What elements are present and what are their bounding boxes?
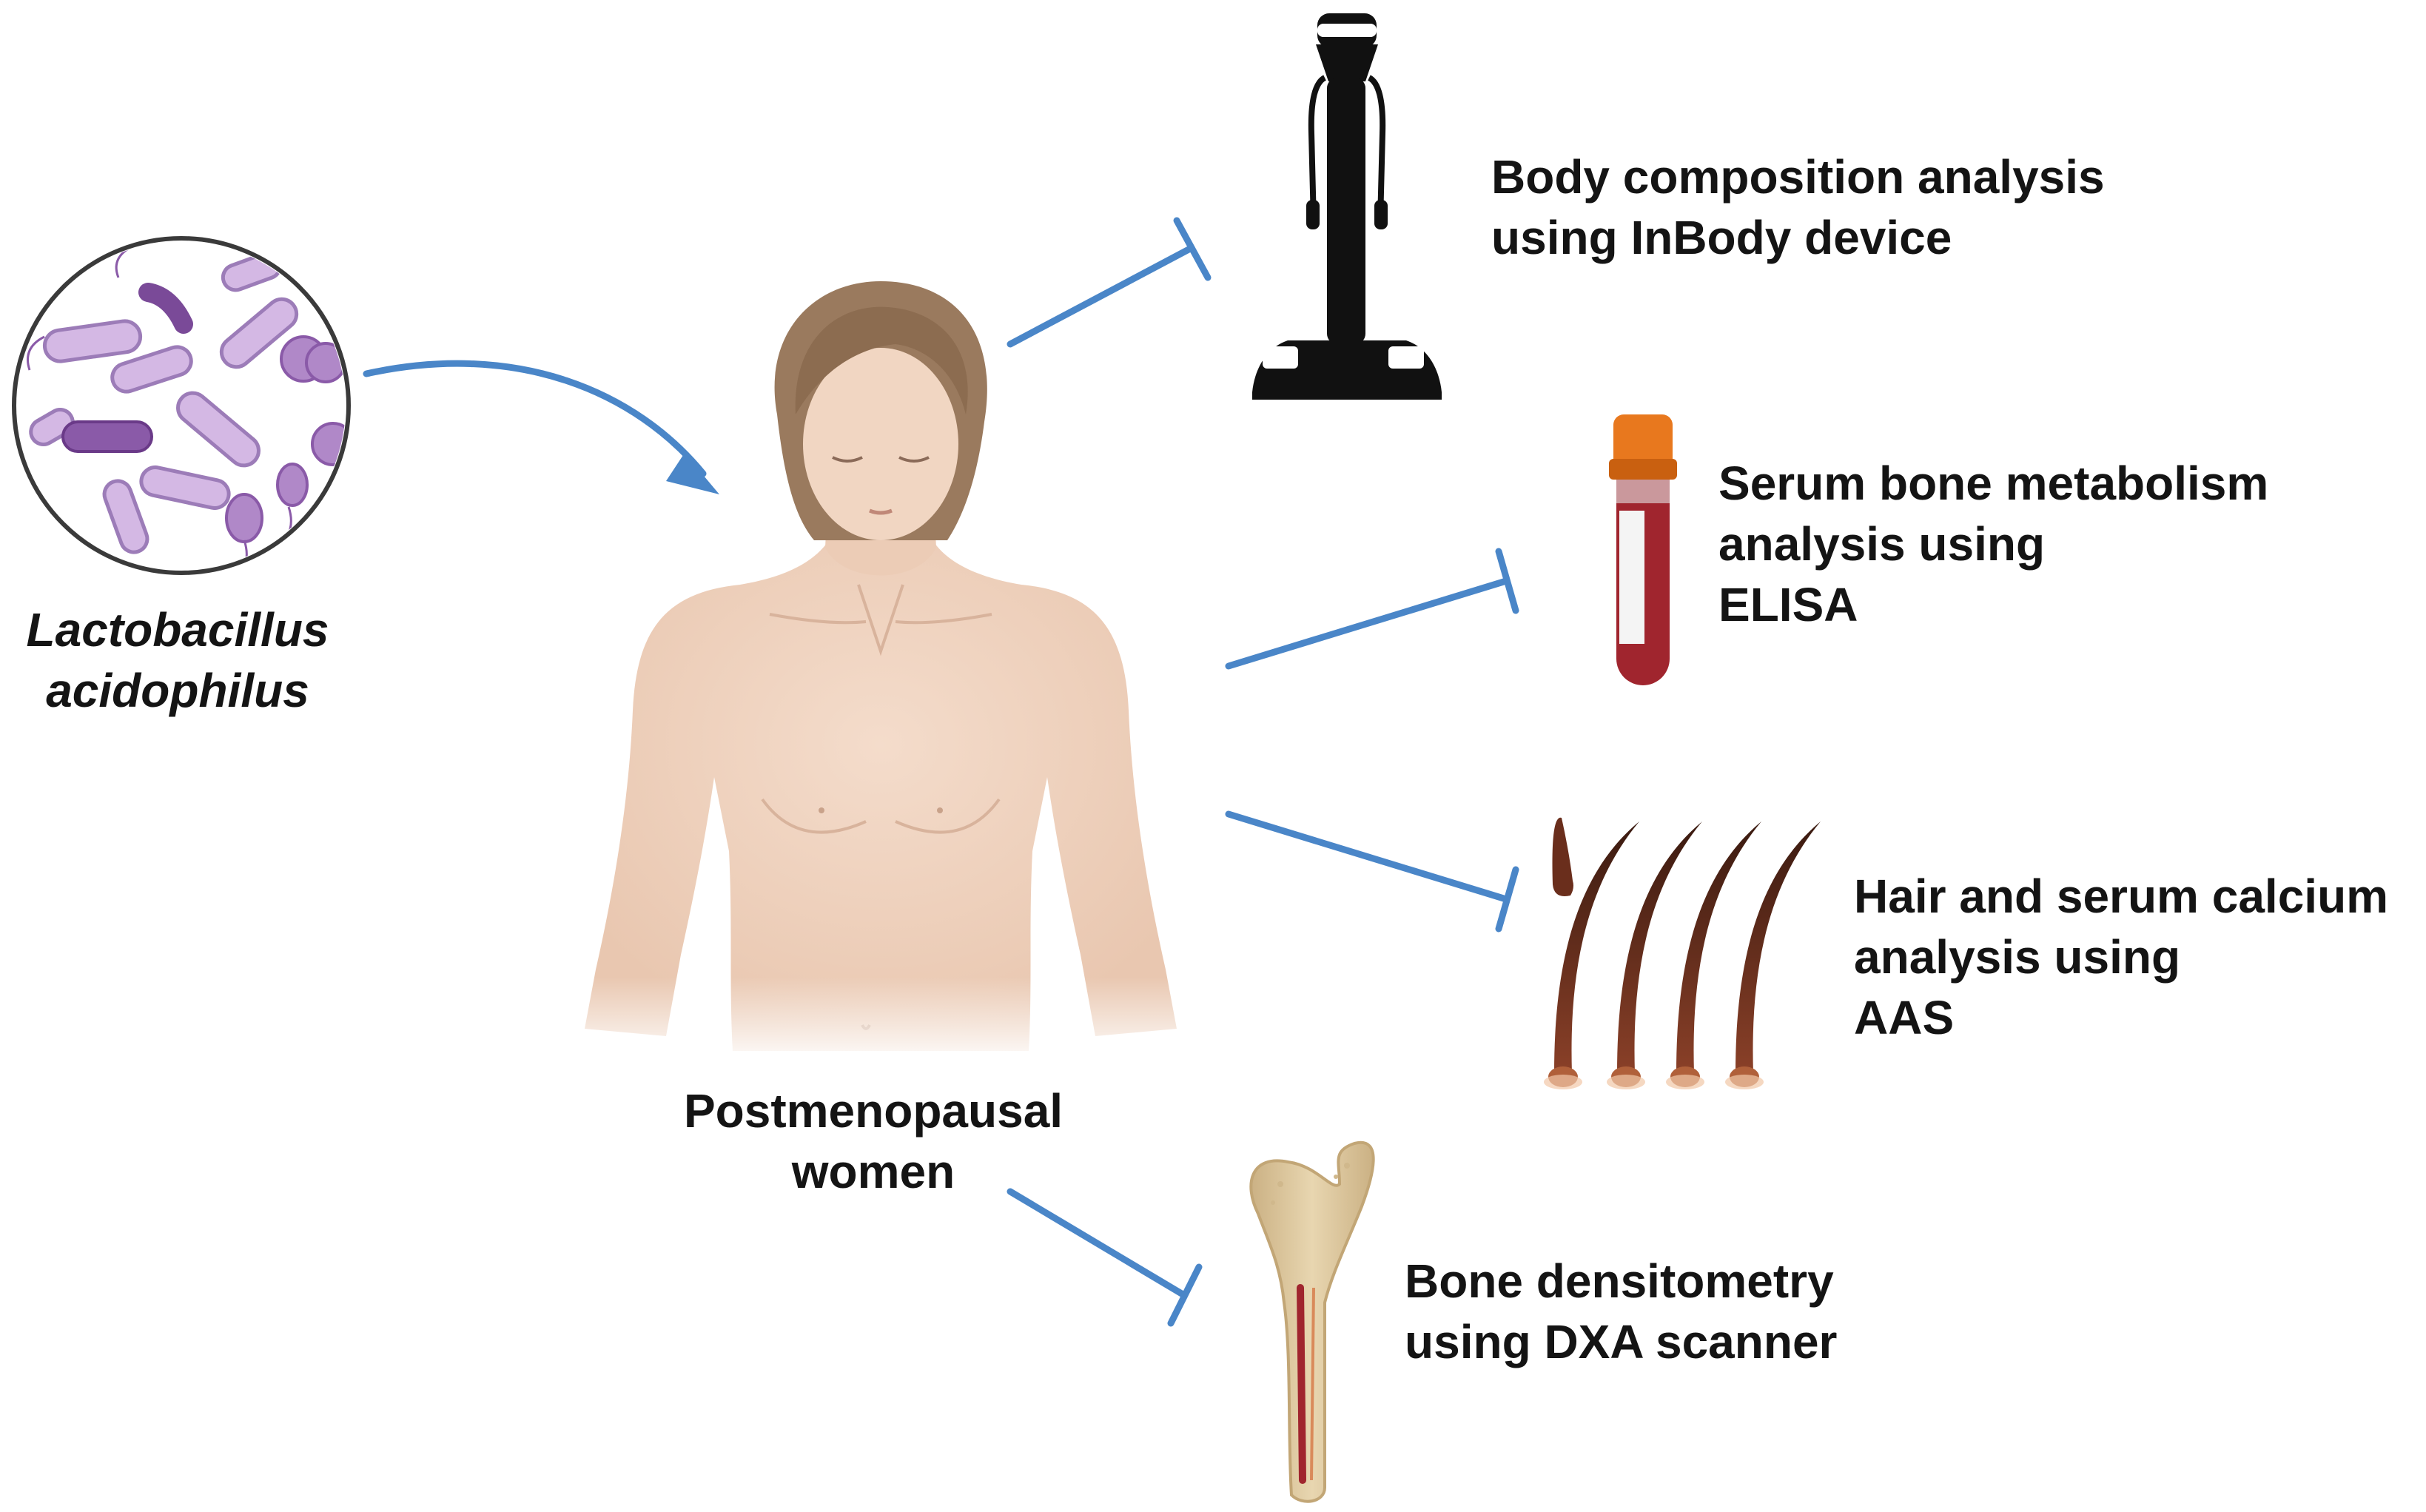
input-arrowhead xyxy=(666,453,719,494)
outcome-line: Body composition analysis xyxy=(1491,150,2105,204)
outcome-line: analysis using xyxy=(1854,930,2181,984)
inhibit-bar-4 xyxy=(1167,1263,1203,1327)
femur-bone-icon xyxy=(1249,1140,1375,1503)
outcome-line: Bone densitometry xyxy=(1405,1254,1834,1308)
inhibit-bar-1 xyxy=(1173,217,1212,281)
outcome-bone-densitometry: Bone densitometry using DXA scanner xyxy=(1405,1251,1837,1372)
probiotic-label: Lactobacillus acidophilus xyxy=(11,599,344,721)
outcome-line: Serum bone metabolism xyxy=(1718,457,2269,510)
bacteria-petri-icon xyxy=(12,236,351,575)
outcome-line: AAS xyxy=(1854,991,1955,1044)
subject-line1: Postmenopausal xyxy=(683,1084,1064,1138)
subject-label: Postmenopausal women xyxy=(651,1081,1095,1202)
inhibit-line-2 xyxy=(1225,577,1510,670)
outcome-line: using InBody device xyxy=(1491,211,1952,264)
inbody-scale-icon xyxy=(1252,13,1442,400)
inhibit-line-3 xyxy=(1225,810,1510,903)
outcome-line: analysis using xyxy=(1718,517,2046,571)
outcome-serum-bone: Serum bone metabolism analysis using ELI… xyxy=(1718,453,2268,635)
woman-torso-icon xyxy=(562,281,1214,1066)
input-arrow xyxy=(363,360,707,477)
arrows xyxy=(363,217,1519,1327)
probiotic-name-line1: Lactobacillus xyxy=(26,603,329,656)
subject-line2: women xyxy=(791,1145,955,1198)
inhibit-line-1 xyxy=(1007,244,1195,348)
inhibit-bar-3 xyxy=(1495,866,1519,933)
probiotic-name-line2: acidophilus xyxy=(46,664,309,717)
outcome-line: ELISA xyxy=(1718,578,1858,631)
outcome-line: using DXA scanner xyxy=(1405,1315,1838,1368)
outcome-line: Hair and serum calcium xyxy=(1854,870,2389,923)
outcome-hair-calcium: Hair and serum calcium analysis using AA… xyxy=(1854,866,2388,1048)
inhibit-bar-2 xyxy=(1495,548,1519,614)
hair-follicles-icon xyxy=(1544,817,1821,1089)
outcome-body-composition: Body composition analysis using InBody d… xyxy=(1491,147,2105,268)
inhibit-line-4 xyxy=(1007,1188,1188,1299)
blood-tube-icon xyxy=(1609,414,1677,685)
